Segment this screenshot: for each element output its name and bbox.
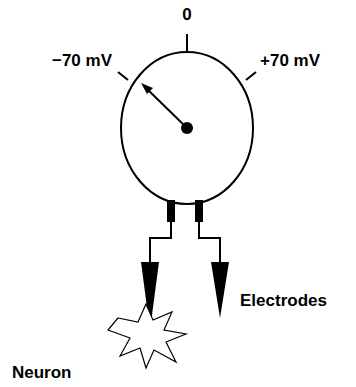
- electrode: [211, 262, 229, 318]
- zero-tick: [186, 34, 188, 52]
- needle-head: [141, 83, 153, 94]
- zero-label: 0: [182, 6, 191, 25]
- meter-dial: [121, 52, 253, 204]
- terminal: [167, 200, 175, 222]
- neuron-outline: [108, 304, 186, 368]
- minus-tick: [118, 72, 128, 80]
- neuron-label: Neuron: [12, 364, 72, 383]
- wire: [199, 222, 220, 262]
- terminal: [195, 200, 203, 222]
- needle-pivot: [181, 122, 193, 134]
- electrodes-label: Electrodes: [240, 292, 327, 311]
- needle: [146, 88, 187, 128]
- plus-label: +70 mV: [260, 52, 320, 71]
- wire: [150, 222, 171, 262]
- minus-label: −70 mV: [52, 52, 112, 71]
- plus-tick: [246, 72, 256, 80]
